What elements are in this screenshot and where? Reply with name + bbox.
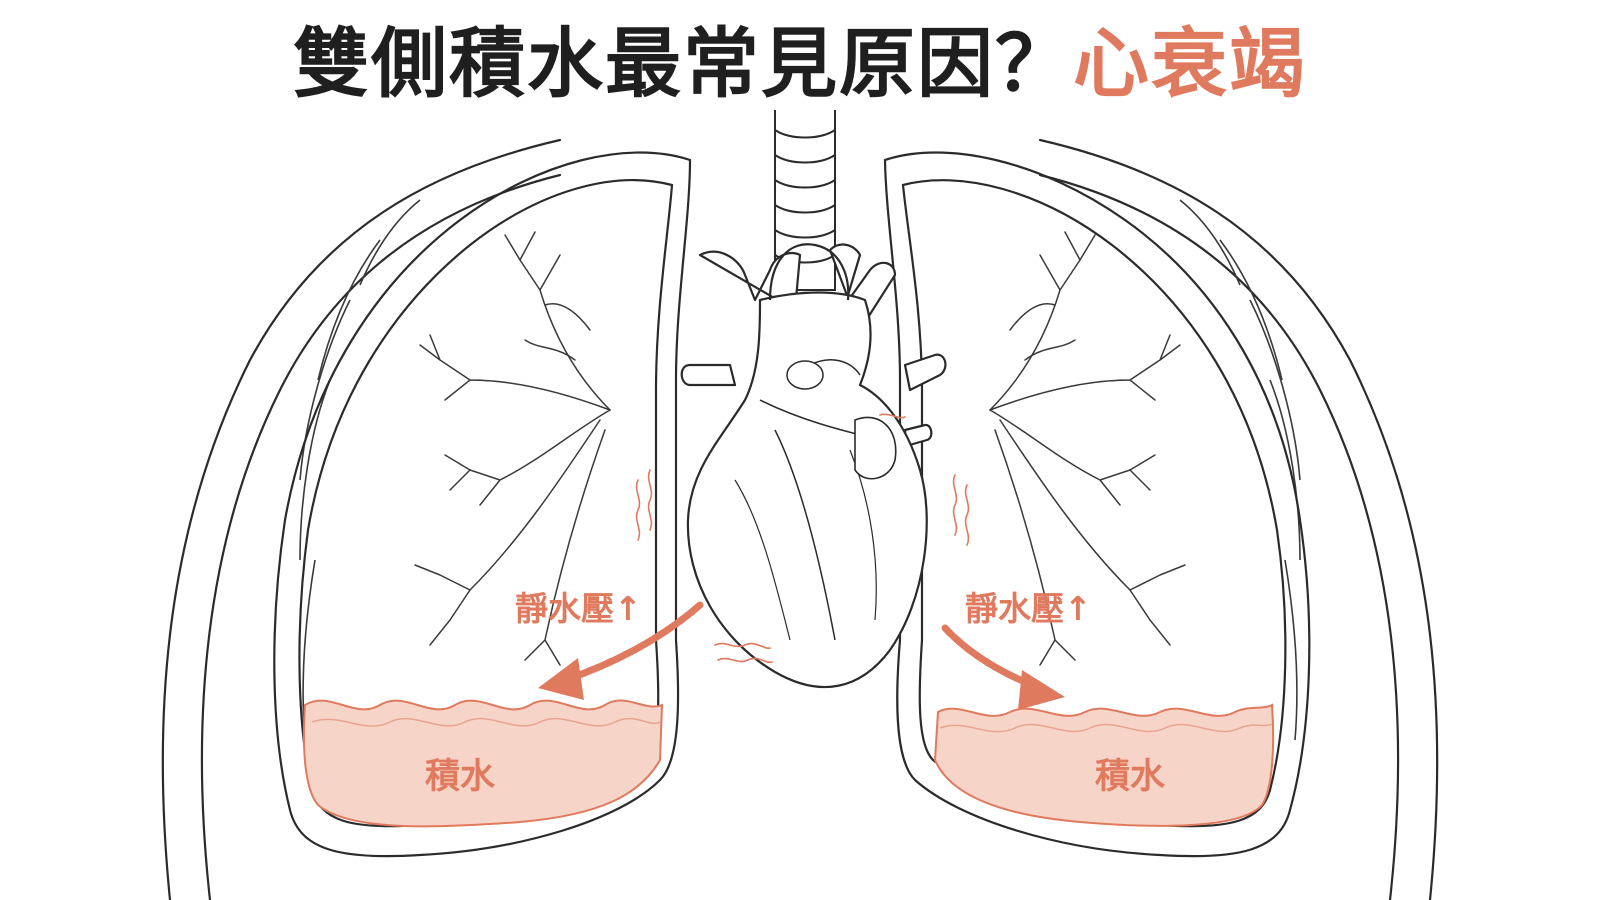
bronchi-left (414, 231, 611, 666)
ribs-right (1179, 199, 1301, 741)
bronchi-right (989, 231, 1186, 666)
pressure-label-right: 靜水壓↑ (965, 589, 1092, 628)
fluid-left (302, 699, 664, 828)
title-highlight: 心衰竭 (1073, 19, 1307, 108)
pressure-label-left: 靜水壓↑ (515, 589, 642, 628)
fluid-label-right: 積水 (1095, 757, 1166, 797)
page-title: 雙側積水最常見原因？心衰竭 (0, 14, 1600, 114)
fluid-label-left: 積水 (425, 757, 496, 797)
pressure-arrow-right (941, 624, 1065, 710)
title-main: 雙側積水最常見原因？ (293, 19, 1073, 108)
fluid-right (933, 703, 1275, 827)
torso-outline (161, 138, 1439, 900)
heart-motion-marks (635, 413, 970, 664)
pressure-arrow-left (538, 601, 704, 700)
heart (680, 243, 947, 689)
trachea (774, 110, 836, 291)
